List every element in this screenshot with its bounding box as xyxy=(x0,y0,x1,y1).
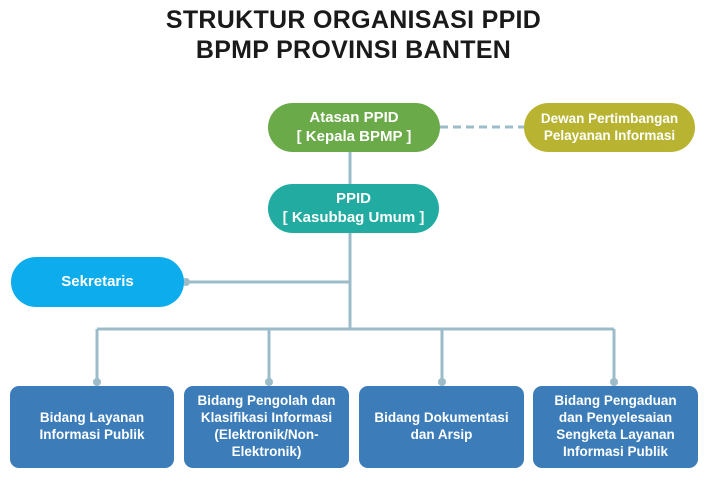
node-bidang-2-line: Bidang Pengolah dan xyxy=(197,393,336,409)
node-dewan-line1: Dewan Pertimbangan xyxy=(540,110,679,126)
node-dewan-pertimbangan: Dewan Pertimbangan Pelayanan Informasi xyxy=(524,103,695,152)
node-bidang-1-line: Bidang Layanan xyxy=(39,410,145,426)
node-bidang-4-line: Bidang Pengaduan xyxy=(554,393,677,409)
diagram-title-line2: BPMP PROVINSI BANTEN xyxy=(195,36,512,64)
node-bidang-4-line: Informasi Publik xyxy=(562,443,668,459)
node-ppid-subtitle: [ Kasubbag Umum ] xyxy=(282,208,425,226)
node-bidang-pengolah-klasifikasi: Bidang Pengolah dan Klasifikasi Informas… xyxy=(184,386,349,468)
node-bidang-3-line: dan Arsip xyxy=(410,427,473,442)
node-bidang-dokumentasi-arsip: Bidang Dokumentasi dan Arsip xyxy=(359,386,524,468)
node-bidang-2-line: Klasifikasi Informasi xyxy=(200,410,333,426)
node-atasan-subtitle: [ Kepala BPMP ] xyxy=(296,127,412,145)
connector-dot-bidang-1 xyxy=(93,378,101,386)
node-bidang-2-line: Elektronik) xyxy=(231,443,302,459)
node-bidang-layanan-informasi: Bidang Layanan Informasi Publik xyxy=(10,386,174,468)
connector-dot-bidang-2 xyxy=(265,378,273,386)
connector-dot-bidang-4 xyxy=(610,378,618,386)
node-ppid: PPID [ Kasubbag Umum ] xyxy=(268,184,439,233)
diagram-title-line1: STRUKTUR ORGANISASI PPID xyxy=(165,6,542,34)
node-bidang-4-line: Sengketa Layanan xyxy=(556,427,675,442)
node-bidang-pengaduan-sengketa: Bidang Pengaduan dan Penyelesaian Sengke… xyxy=(533,386,698,468)
node-dewan-line2: Pelayanan Informasi xyxy=(543,127,676,143)
connector-dot-bidang-3 xyxy=(438,378,446,386)
node-bidang-4-line: dan Penyelesaian xyxy=(558,410,673,426)
node-bidang-3-line: Bidang Dokumentasi xyxy=(374,410,509,426)
node-sekretaris: Sekretaris xyxy=(11,257,184,307)
connector-dot-sekretaris xyxy=(182,278,190,286)
node-bidang-2-line: (Elektronik/Non- xyxy=(214,427,319,442)
node-atasan-ppid: Atasan PPID [ Kepala BPMP ] xyxy=(268,103,440,152)
node-ppid-title: PPID xyxy=(335,189,371,207)
node-bidang-1-line: Informasi Publik xyxy=(39,427,145,442)
node-atasan-title: Atasan PPID xyxy=(309,108,399,126)
node-sekretaris-label: Sekretaris xyxy=(61,272,134,290)
